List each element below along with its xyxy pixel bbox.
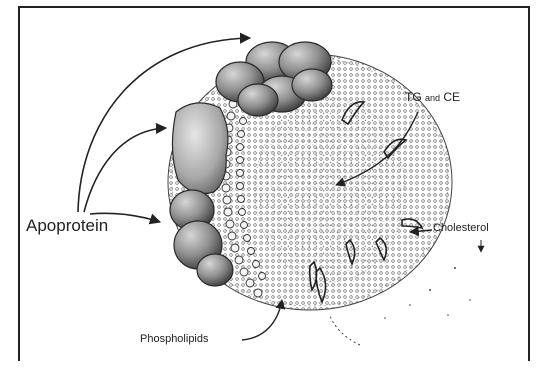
ce-text: CE (443, 90, 460, 104)
core-pointer-arrow (330, 316, 360, 345)
apoprotein-middle (172, 103, 228, 194)
tg-text: TG (405, 90, 422, 104)
cholesterol-label: Cholesterol (433, 222, 489, 234)
lipid-core (255, 98, 405, 282)
apoprotein-label: Apoprotein (26, 216, 108, 236)
phospholipids-label: Phospholipids (140, 333, 209, 345)
tg-ce-label: TG and CE (405, 90, 460, 104)
and-text: and (425, 93, 440, 103)
